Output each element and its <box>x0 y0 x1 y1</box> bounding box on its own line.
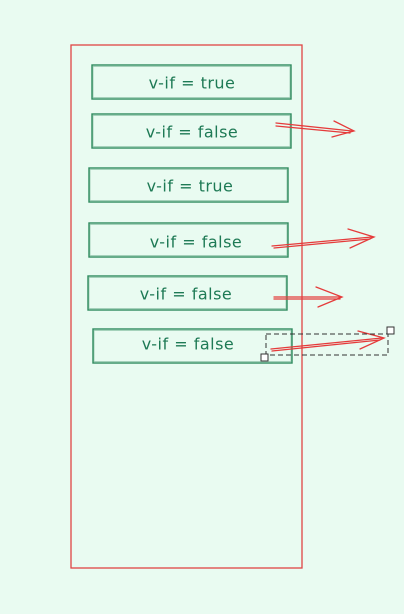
box-2[interactable] <box>91 113 292 149</box>
box-5-label: v-if = false <box>139 284 233 304</box>
box-4-label: v-if = false <box>149 232 243 252</box>
selection-box[interactable] <box>260 326 395 362</box>
box-5[interactable] <box>87 275 288 311</box>
selection-handle-top-right <box>386 326 395 335</box>
box-1[interactable] <box>91 64 292 100</box>
box-4[interactable] <box>88 222 289 258</box>
outer-frame[interactable] <box>70 44 303 569</box>
arrow-4[interactable] <box>270 330 386 352</box>
box-3-label: v-if = true <box>146 176 234 196</box>
box-2-label: v-if = false <box>145 122 239 142</box>
box-6-label: v-if = false <box>141 334 235 354</box>
box-3[interactable] <box>88 167 289 203</box>
box-1-label: v-if = true <box>148 73 236 93</box>
arrow-1[interactable] <box>275 120 356 138</box>
box-6[interactable] <box>92 328 293 364</box>
arrow-3[interactable] <box>273 286 344 308</box>
arrow-2[interactable] <box>271 228 376 249</box>
selection-handle-bottom-left <box>260 353 269 362</box>
